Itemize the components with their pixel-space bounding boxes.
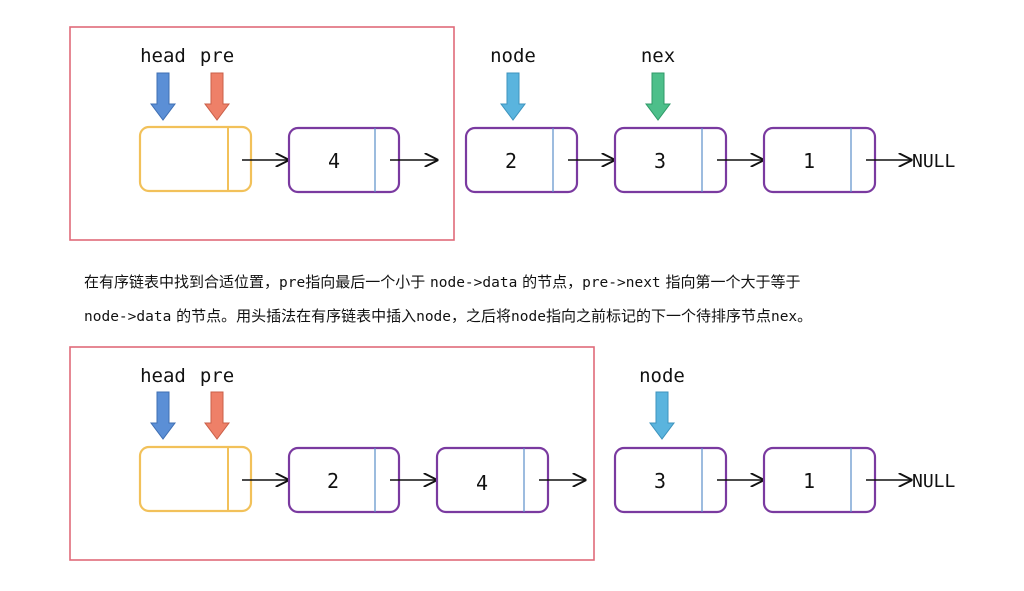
list-node-top-2 xyxy=(613,126,728,194)
node-value-bottom-3: 1 xyxy=(803,469,815,493)
caption-text: 指向最后一个小于 xyxy=(305,273,430,291)
head-label-bottom: head xyxy=(140,365,186,387)
node-label-bottom: node xyxy=(639,365,685,387)
node-value-top-3: 1 xyxy=(803,149,815,173)
head-dummy-node-bottom xyxy=(138,445,253,513)
list-node-top-3 xyxy=(762,126,877,194)
list-node-top-0 xyxy=(287,126,401,194)
caption-text: 指向之前标记的下一个待排序节点 xyxy=(545,307,771,325)
head-pointer-arrow-top xyxy=(150,72,176,121)
node-pointer-arrow-bottom xyxy=(649,391,675,440)
node-label-top: node xyxy=(490,45,536,67)
caption-text: 的节点， xyxy=(517,273,583,291)
head-dummy-node-top xyxy=(138,125,253,193)
nex-pointer-arrow-top xyxy=(645,72,671,121)
caption-code: node xyxy=(416,309,452,325)
list-node-bottom-0 xyxy=(287,446,401,514)
caption-code: pre xyxy=(279,275,306,291)
caption-text: ，之后将 xyxy=(451,307,512,325)
caption-code: node xyxy=(511,309,546,325)
node-value-top-2: 3 xyxy=(654,149,666,173)
caption-line-1: 在有序链表中找到合适位置，pre指向最后一个小于 node->data 的节点，… xyxy=(84,266,984,300)
pre-pointer-arrow-bottom xyxy=(204,391,230,440)
head-label-top: head xyxy=(140,45,186,67)
caption-text: 的节点。用头插法在有序链表中插入 xyxy=(171,307,417,325)
sorted-region-frame-bottom xyxy=(69,346,595,561)
node-value-top-0: 4 xyxy=(328,149,340,173)
node-value-top-1: 2 xyxy=(505,149,517,173)
null-label-bottom: NULL xyxy=(912,471,956,492)
caption-text: 在有序链表中找到合适位置， xyxy=(84,273,280,291)
list-node-top-1 xyxy=(464,126,579,194)
nex-label-top: nex xyxy=(641,45,675,67)
pre-label-bottom: pre xyxy=(200,365,234,387)
caption-code: pre->next xyxy=(582,275,661,291)
caption-code: nex xyxy=(770,309,798,325)
head-pointer-arrow-bottom xyxy=(150,391,176,440)
node-value-bottom-2: 3 xyxy=(654,469,666,493)
null-label-top: NULL xyxy=(912,151,956,172)
caption-code: node->data xyxy=(430,275,518,291)
sorted-region-frame-top xyxy=(69,26,455,241)
caption-line-2: node->data 的节点。用头插法在有序链表中插入node，之后将node指… xyxy=(84,300,984,334)
caption-text: 。 xyxy=(797,307,813,325)
explanation-caption: 在有序链表中找到合适位置，pre指向最后一个小于 node->data 的节点，… xyxy=(84,266,984,334)
pre-pointer-arrow-top xyxy=(204,72,230,121)
list-node-bottom-3 xyxy=(762,446,877,514)
caption-code: node->data xyxy=(84,309,172,325)
node-value-bottom-0: 2 xyxy=(327,469,339,493)
list-node-bottom-1 xyxy=(435,446,550,514)
node-pointer-arrow-top xyxy=(500,72,526,121)
list-node-bottom-2 xyxy=(613,446,728,514)
caption-text: 指向第一个大于等于 xyxy=(660,273,801,291)
pre-label-top: pre xyxy=(200,45,234,67)
node-value-bottom-1: 4 xyxy=(476,471,488,495)
